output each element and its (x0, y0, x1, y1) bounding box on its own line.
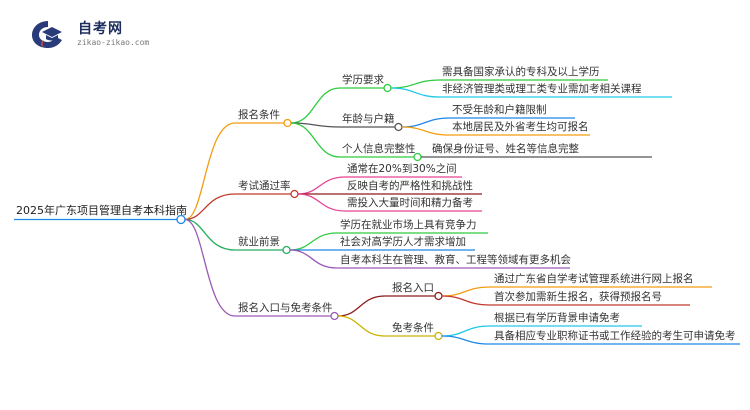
site-url: zikao-zikao.com (77, 38, 150, 47)
link-b2-leaf-1 (297, 176, 346, 195)
link-entry-leaf-1 (441, 286, 491, 297)
subbranch-label-age-residence: 年龄与户籍 (342, 113, 395, 125)
branch-1-dot (283, 118, 292, 128)
subbranch-label-entry: 报名入口 (392, 282, 434, 294)
site-logo: 自考网 zikao-zikao.com (30, 16, 170, 52)
site-name: 自考网 (78, 21, 123, 37)
leaf-exemption-2: 具备相应专业职称证书或工作经验的考生可申请免考 (494, 330, 736, 342)
branch-label-entry-exemption: 报名入口与免考条件 (238, 302, 333, 314)
branch-3-dot (282, 245, 291, 255)
leaf-exemption-1: 根据已有学历背景申请免考 (494, 312, 620, 324)
branch-label-pass-rate: 考试通过率 (238, 180, 291, 192)
leaf-employment-3: 自考本科生在管理、教育、工程等领域有更多机会 (340, 254, 571, 266)
branch-label-employment: 就业前景 (238, 236, 280, 248)
link-b1-education (290, 87, 341, 124)
leaf-employment-1: 学历在就业市场上具有竞争力 (340, 219, 477, 231)
link-age-leaf-1 (401, 117, 451, 128)
link-exempt-leaf-2 (441, 335, 491, 345)
leaf-pass-rate-3: 需投入大量时间和精力备考 (347, 197, 473, 209)
graduation-cap-logo-icon (32, 21, 62, 48)
leaf-age-2: 本地居民及外省考生均可报名 (452, 121, 589, 133)
leaf-entry-2: 首次参加需新生报名，获得预报名号 (494, 291, 662, 303)
link-root-branch-1 (184, 122, 236, 221)
link-b1-info (290, 122, 341, 158)
b1-age-dot (394, 122, 403, 132)
leaf-education-1: 需具备国家承认的专科及以上学历 (442, 66, 600, 78)
link-b3-leaf-1 (289, 232, 338, 251)
link-edu-leaf-2 (390, 87, 441, 98)
leaf-pass-rate-2: 反映自考的严格性和挑战性 (347, 180, 473, 192)
leaf-education-2: 非经济管理类或理工类专业需加考相关课程 (442, 83, 642, 95)
link-b2-leaf-3 (297, 193, 346, 212)
branch-2-dot (290, 189, 299, 199)
link-b4-entry (337, 295, 386, 317)
root-node-label: 2025年广东项目管理自考本科指南 (16, 204, 187, 217)
link-exempt-leaf-1 (441, 325, 491, 337)
subbranch-label-info-completeness: 个人信息完整性 (342, 143, 416, 155)
b1-education-dot (383, 83, 392, 93)
link-root-branch-3 (184, 218, 236, 251)
link-b3-leaf-3 (289, 249, 338, 269)
subbranch-label-exemption: 免考条件 (392, 322, 434, 334)
link-root-branch-4 (184, 218, 236, 317)
subbranch-label-education: 学历要求 (342, 74, 384, 86)
link-edu-leaf-1 (390, 79, 441, 89)
leaf-employment-2: 社会对高学历人才需求增加 (340, 236, 466, 248)
b4-entry-dot (434, 291, 443, 301)
link-entry-leaf-2 (441, 295, 491, 306)
branch-label-registration: 报名条件 (238, 109, 280, 121)
leaf-info-1: 确保身份证号、姓名等信息完整 (432, 143, 579, 155)
leaf-pass-rate-1: 通常在20%到30%之间 (347, 163, 457, 175)
link-age-leaf-2 (401, 126, 451, 136)
leaf-entry-1: 通过广东省自学考试管理系统进行网上报名 (494, 273, 694, 285)
leaf-age-1: 不受年龄和户籍限制 (452, 104, 547, 116)
b4-exempt-dot (434, 331, 443, 341)
link-root-branch-2 (184, 193, 236, 221)
link-b4-exempt (337, 315, 386, 337)
